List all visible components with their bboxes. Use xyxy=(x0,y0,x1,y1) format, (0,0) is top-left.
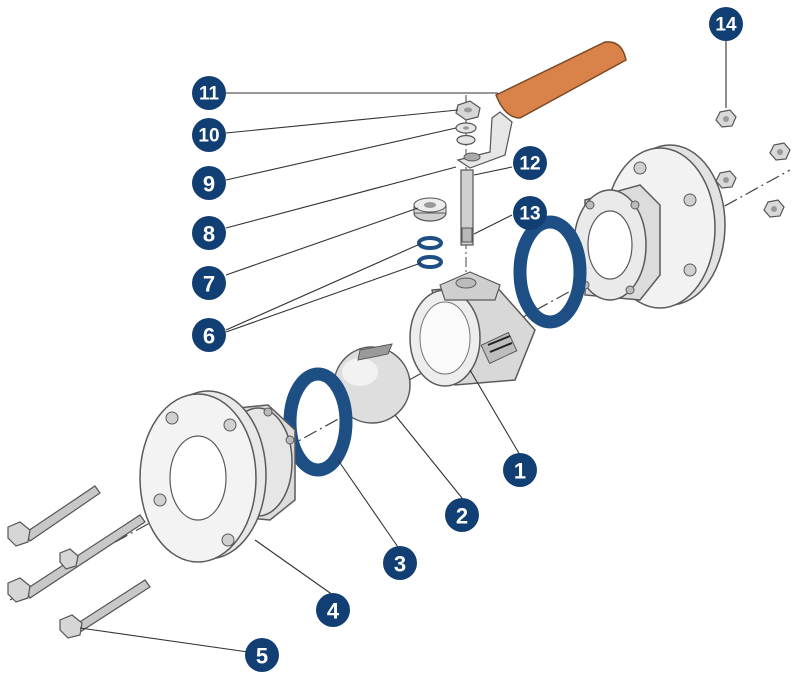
leader-13 xyxy=(473,214,513,235)
callout-badge xyxy=(503,453,537,487)
callout-10: 10 xyxy=(192,118,226,152)
callout-2: 2 xyxy=(445,498,479,532)
callout-label: 14 xyxy=(715,15,737,36)
callout-badge xyxy=(513,146,547,180)
leader-3 xyxy=(337,459,401,551)
callout-badge xyxy=(245,638,279,672)
callout-label: 2 xyxy=(456,504,468,529)
nut-14-b xyxy=(769,142,791,161)
leader-7 xyxy=(225,207,419,276)
callout-11: 11 xyxy=(192,76,226,110)
callout-badge xyxy=(445,498,479,532)
callout-label: 11 xyxy=(199,84,220,105)
callout-badge xyxy=(192,118,226,152)
nut-14-a xyxy=(715,109,737,128)
ball xyxy=(333,343,411,424)
stem xyxy=(460,169,474,246)
leader-1 xyxy=(469,369,521,456)
o-ring-upper xyxy=(417,236,443,250)
bolt-5-c xyxy=(59,579,151,639)
valve-body xyxy=(409,271,536,387)
callout-9: 9 xyxy=(192,166,226,200)
bolt-5-a xyxy=(7,485,101,547)
callout-8: 8 xyxy=(192,216,226,250)
nut-14-d xyxy=(763,199,785,218)
o-ring-lower xyxy=(417,255,443,269)
callout-label: 7 xyxy=(203,272,215,297)
callout-label: 9 xyxy=(203,172,215,197)
bolt-5-b xyxy=(7,514,146,603)
callout-label: 1 xyxy=(514,459,526,484)
callout-3: 3 xyxy=(383,546,417,580)
callout-badge xyxy=(192,216,226,250)
hex-nut-10 xyxy=(455,100,481,121)
callout-13: 13 xyxy=(513,196,547,230)
leader-9 xyxy=(225,127,457,181)
washer-9 xyxy=(455,122,477,134)
leader-5 xyxy=(79,627,249,653)
callout-label: 3 xyxy=(394,552,406,577)
callout-badge xyxy=(192,266,226,300)
leader-8 xyxy=(225,166,457,229)
callout-badge xyxy=(192,76,226,110)
callout-14: 14 xyxy=(709,7,743,41)
callout-4: 4 xyxy=(316,593,350,627)
washer-8 xyxy=(456,134,476,146)
handle-lever xyxy=(456,41,627,169)
leader-4 xyxy=(254,539,334,596)
callout-12: 12 xyxy=(513,146,547,180)
callout-badge xyxy=(316,593,350,627)
callout-6: 6 xyxy=(192,318,226,352)
callout-label: 8 xyxy=(203,222,215,247)
leader-10 xyxy=(225,109,459,134)
callout-label: 4 xyxy=(327,599,340,624)
right-flange xyxy=(573,144,726,309)
callout-label: 12 xyxy=(519,154,540,175)
leader-6a xyxy=(225,243,421,331)
callout-5: 5 xyxy=(245,638,279,672)
leader-12 xyxy=(473,166,513,176)
callout-badge xyxy=(709,7,743,41)
callout-label: 13 xyxy=(519,204,540,225)
leader-6b xyxy=(225,262,422,333)
callout-badge xyxy=(513,196,547,230)
callout-badge xyxy=(192,166,226,200)
callout-label: 6 xyxy=(203,324,215,349)
callout-badge xyxy=(383,546,417,580)
callout-7: 7 xyxy=(192,266,226,300)
left-flange xyxy=(139,390,296,563)
seat-ring-left xyxy=(283,367,353,477)
callout-badge xyxy=(192,318,226,352)
callout-1: 1 xyxy=(503,453,537,487)
gland-nut xyxy=(413,197,447,222)
seat-ring-right xyxy=(513,215,587,329)
leader-lines xyxy=(79,40,727,653)
leader-2 xyxy=(394,414,463,499)
nut-14-c xyxy=(715,170,737,189)
callout-label: 10 xyxy=(198,126,219,147)
callout-label: 5 xyxy=(256,644,268,669)
